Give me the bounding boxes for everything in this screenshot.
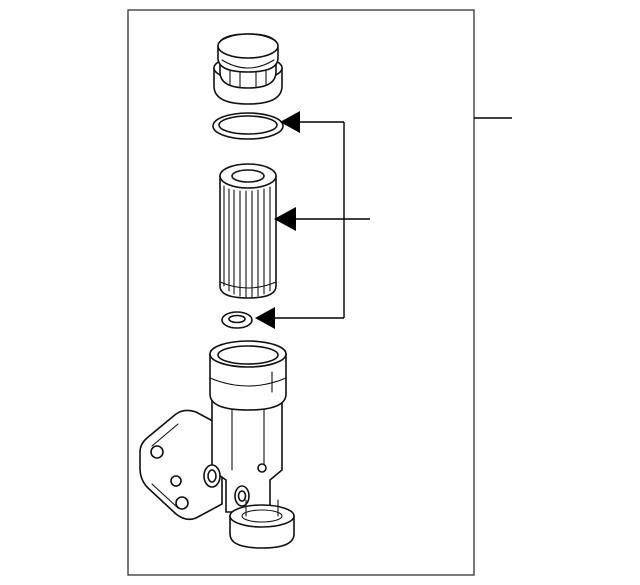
filter-cap — [213, 33, 283, 105]
arrow-small-seal-ring — [255, 307, 275, 329]
cap-o-ring — [212, 112, 284, 140]
small-seal-ring — [221, 311, 253, 329]
arrow-cap-o-ring — [280, 111, 300, 133]
filter-element — [219, 163, 277, 299]
callout-bracket — [274, 121, 370, 319]
arrow-filter-element — [274, 207, 296, 231]
diagram-frame — [127, 9, 475, 576]
filter-housing — [139, 340, 295, 549]
